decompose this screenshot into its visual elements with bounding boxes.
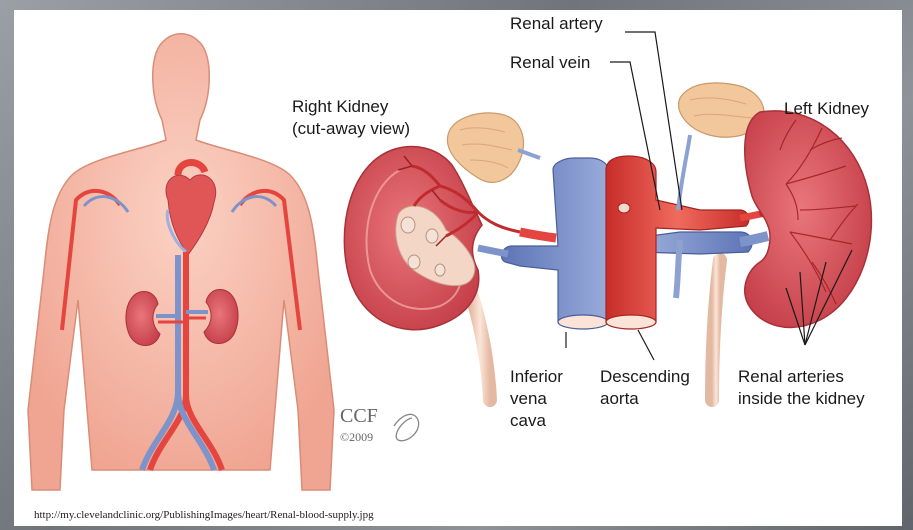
label-right-kidney: Right Kidney (cut-away view) <box>292 96 410 140</box>
torso-figure <box>28 34 334 490</box>
label-renal-arteries-inside: Renal arteries inside the kidney <box>738 366 865 410</box>
label-descending-aorta: Descending aorta <box>600 366 690 410</box>
source-url: http://my.clevelandclinic.org/Publishing… <box>34 509 374 521</box>
ccf-signature <box>394 414 419 440</box>
label-renal-artery: Renal artery <box>510 13 603 35</box>
label-renal-vein: Renal vein <box>510 52 590 74</box>
ccf-year: ©2009 <box>340 430 373 445</box>
label-left-kidney: Left Kidney <box>784 98 869 120</box>
left-ureter <box>712 260 720 400</box>
detail-illustration <box>344 32 871 400</box>
right-adrenal-gland <box>447 113 523 182</box>
label-inferior-vena-cava: Inferior vena cava <box>510 366 563 432</box>
left-kidney <box>745 111 872 328</box>
ccf-logo: CCF <box>340 405 378 428</box>
right-ureter <box>470 290 490 400</box>
